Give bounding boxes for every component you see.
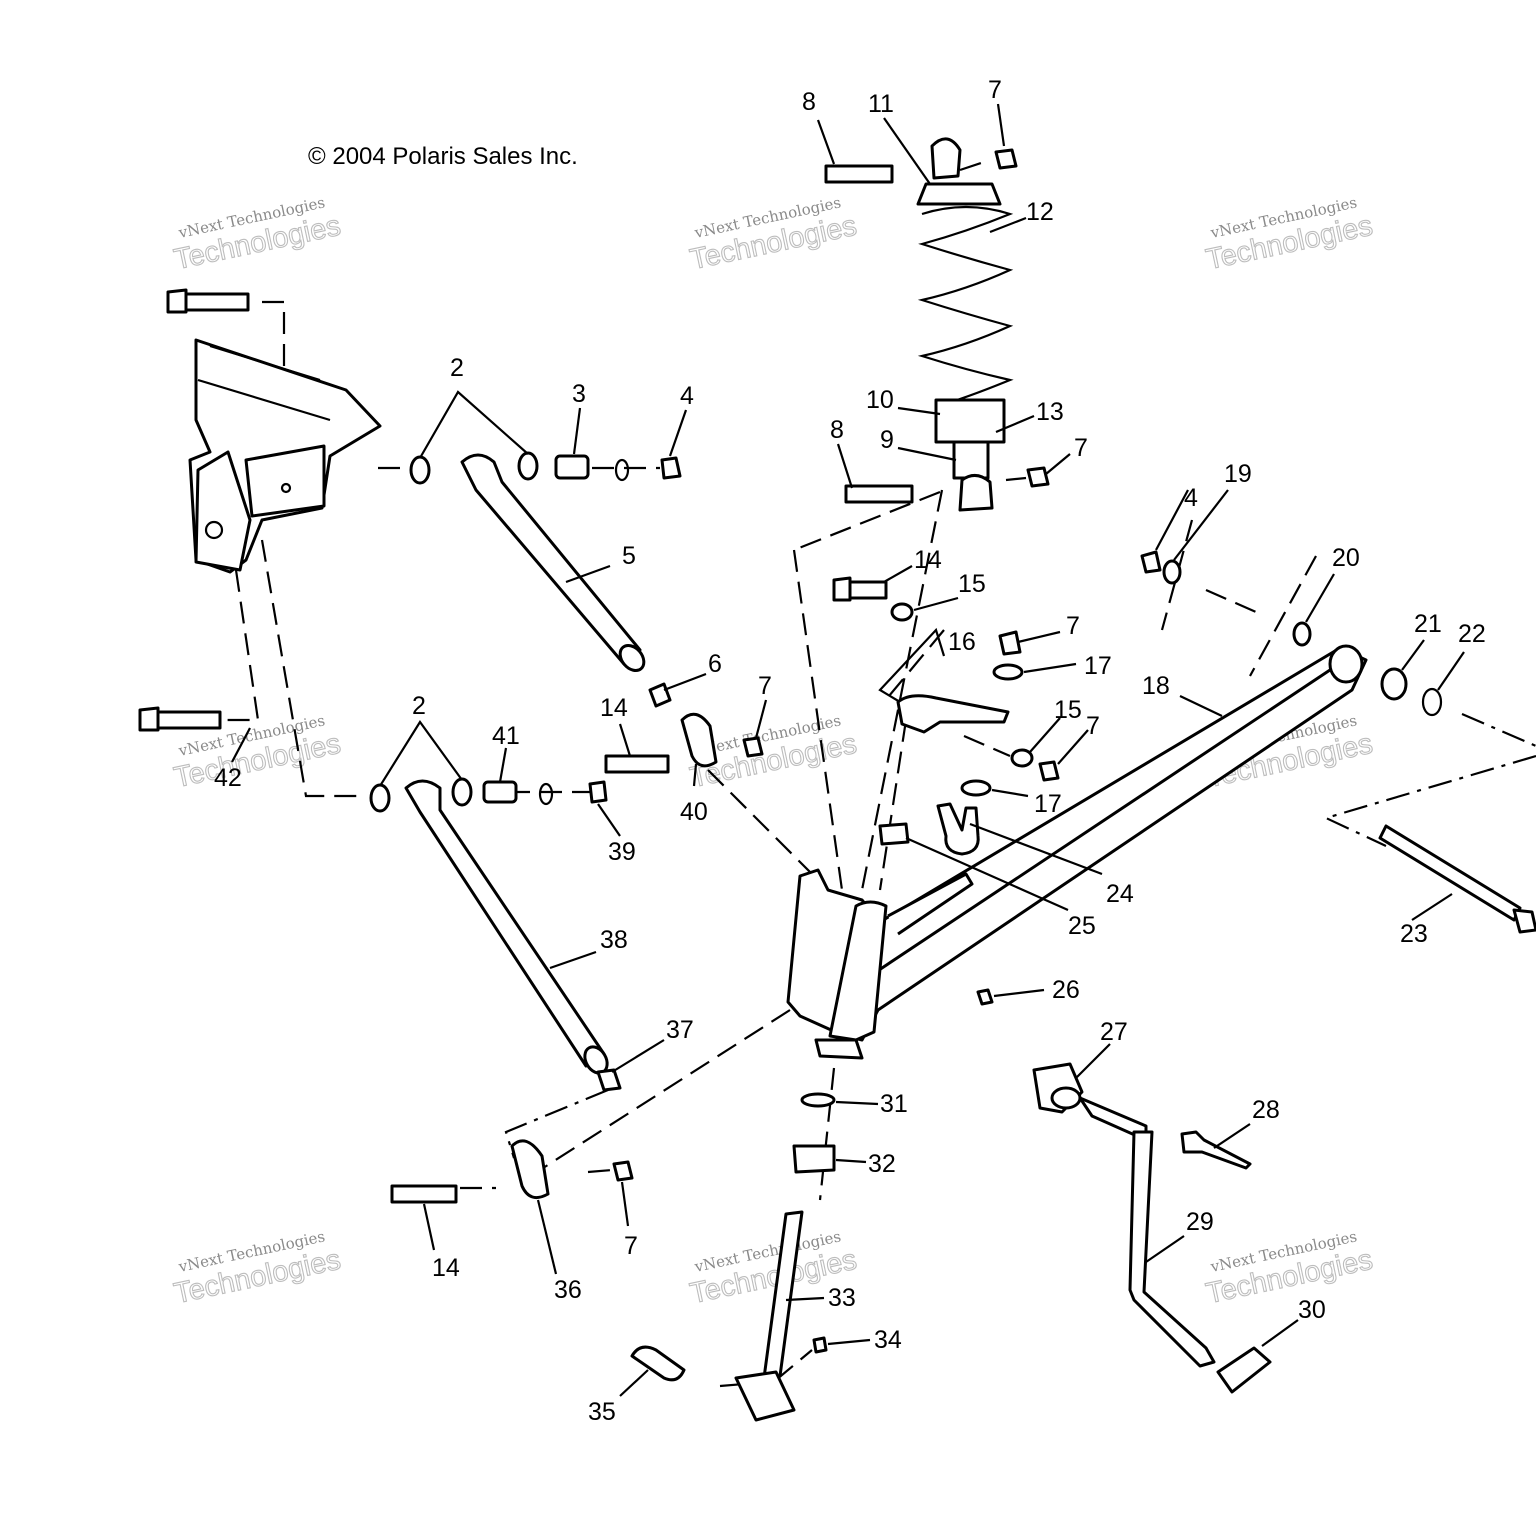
callout-37: 37 (666, 1016, 694, 1044)
copyright-text: © 2004 Polaris Sales Inc. (308, 143, 578, 170)
callout-29: 29 (1186, 1208, 1214, 1236)
callout-28: 28 (1252, 1096, 1280, 1124)
frame-bolt-upper (166, 288, 250, 314)
callout-7: 7 (1066, 612, 1080, 640)
watermark-logo: vNext Technologies Technologies (171, 1227, 344, 1310)
callout-7: 7 (1074, 434, 1088, 462)
callout-12: 12 (1026, 198, 1054, 226)
callout-24: 24 (1106, 880, 1134, 908)
callout-6: 6 (708, 650, 722, 678)
callout-31: 31 (880, 1090, 908, 1118)
callout-11: 11 (868, 90, 894, 118)
callout-32: 32 (868, 1150, 896, 1178)
callout-16: 16 (948, 628, 976, 656)
ball-joint-36 (390, 1139, 634, 1204)
callout-36: 36 (554, 1276, 582, 1304)
steering-post-assembly (630, 1092, 836, 1422)
callout-26: 26 (1052, 976, 1080, 1004)
callout-22: 22 (1458, 620, 1486, 648)
frame-bracket (188, 338, 382, 574)
callout-42: 42 (214, 764, 242, 792)
callout-25: 25 (1068, 912, 1096, 940)
callout-38: 38 (600, 926, 628, 954)
callout-9: 9 (880, 426, 894, 454)
callout-17: 17 (1084, 652, 1112, 680)
leader-lines (231, 103, 1465, 1397)
callout-23: 23 (1400, 920, 1428, 948)
stabilizer-assembly (1032, 1062, 1272, 1394)
callout-14: 14 (600, 694, 628, 722)
callout-13: 13 (1036, 398, 1064, 426)
ball-joint-40 (604, 682, 764, 774)
bolt-42 (138, 706, 222, 732)
spindle-assembly (786, 644, 1368, 1060)
callout-19: 19 (1224, 460, 1252, 488)
watermark-logo: vNext Technologies Technologies (1203, 193, 1376, 276)
callout-14: 14 (432, 1254, 460, 1282)
callout-5: 5 (622, 542, 636, 570)
callout-17: 17 (1034, 790, 1062, 818)
callout-2: 2 (450, 354, 464, 382)
callout-14: 14 (914, 546, 942, 574)
small-parts-center (832, 576, 1060, 1006)
lower-arm-assembly (369, 777, 622, 1092)
callout-8: 8 (802, 88, 816, 116)
callout-7: 7 (1086, 712, 1100, 740)
watermark-logo: vNext Technologies Technologies (687, 193, 860, 276)
callout-15: 15 (1054, 696, 1082, 724)
upper-arm-assembly (409, 451, 682, 673)
callout-21: 21 (1414, 610, 1442, 638)
callout-10: 10 (866, 386, 894, 414)
callout-34: 34 (874, 1326, 902, 1354)
callout-7: 7 (758, 672, 772, 700)
callout-15: 15 (958, 570, 986, 598)
callout-4: 4 (680, 382, 694, 410)
shock-absorber (824, 137, 1050, 512)
watermark-logo: vNext Technologies Technologies (1203, 1227, 1376, 1310)
callout-35: 35 (588, 1398, 616, 1426)
callout-41: 41 (492, 722, 520, 750)
callout-4: 4 (1184, 484, 1198, 512)
watermark-logo: vNext Technologies Technologies (171, 193, 344, 276)
callout-20: 20 (1332, 544, 1360, 572)
callout-18: 18 (1142, 672, 1170, 700)
callout-30: 30 (1298, 1296, 1326, 1324)
assembly-lines (222, 158, 1536, 1388)
callout-labels: 8 11 7 12 10 13 8 9 7 2 3 4 5 6 7 14 40 … (214, 76, 1486, 1426)
callout-2: 2 (412, 692, 426, 720)
callout-8: 8 (830, 416, 844, 444)
callout-40: 40 (680, 798, 708, 826)
callout-7: 7 (988, 76, 1002, 104)
callout-3: 3 (572, 380, 586, 408)
callout-33: 33 (828, 1284, 856, 1312)
trailing-arm-hardware (1140, 550, 1536, 934)
callout-7: 7 (624, 1232, 638, 1260)
callout-27: 27 (1100, 1018, 1128, 1046)
callout-39: 39 (608, 838, 636, 866)
